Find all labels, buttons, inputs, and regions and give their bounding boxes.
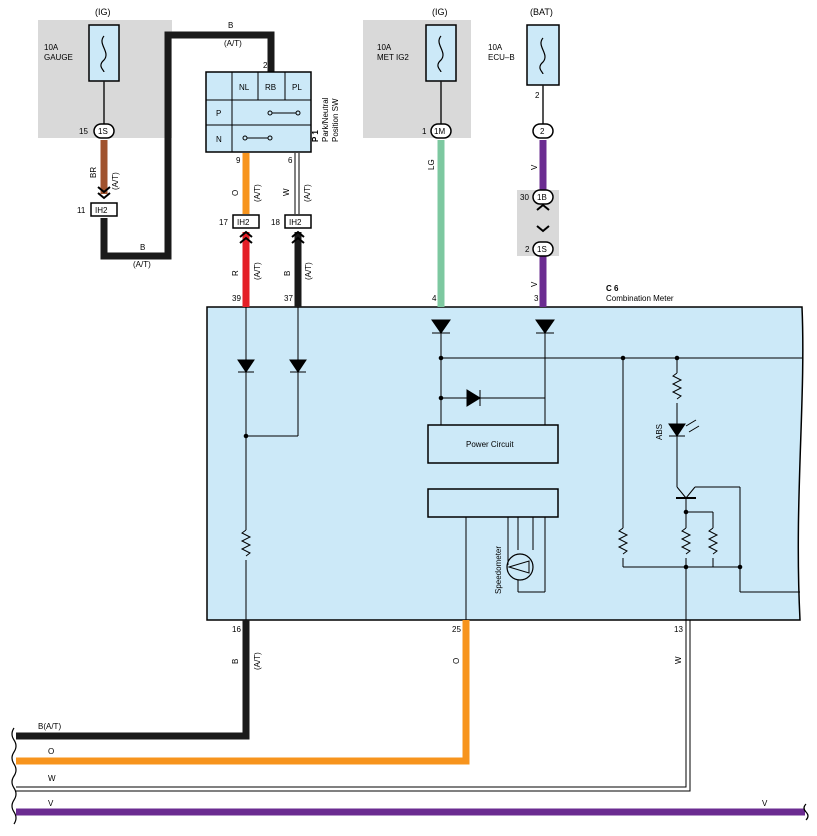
- fuse-met-name: MET IG2: [377, 53, 409, 62]
- combination-meter: C 6 Combination Meter: [206, 284, 804, 621]
- svg-text:25: 25: [452, 625, 461, 634]
- svg-text:V: V: [530, 281, 539, 287]
- wire-b-bottom: [16, 620, 250, 740]
- fuse-gauge-amp: 10A: [44, 43, 59, 52]
- label-at-mid: (A/T): [133, 260, 151, 269]
- svg-text:V: V: [530, 164, 539, 170]
- fuse-ecu-b: (BAT) 10A ECU–B 2: [488, 7, 560, 100]
- svg-text:O: O: [452, 658, 461, 664]
- connector-1s-gauge: 1S 15: [79, 123, 115, 139]
- svg-text:P: P: [216, 109, 221, 118]
- meter-name: Combination Meter: [606, 294, 674, 303]
- label-b-mid: B: [140, 243, 145, 252]
- svg-text:LG: LG: [427, 159, 436, 170]
- svg-text:1S: 1S: [537, 245, 547, 254]
- svg-text:18: 18: [271, 218, 280, 227]
- svg-text:W: W: [282, 188, 291, 196]
- wire-o-bottom: [16, 620, 470, 765]
- svg-text:PL: PL: [292, 83, 302, 92]
- svg-text:2: 2: [525, 245, 530, 254]
- fuse-gauge-source: (IG): [95, 7, 111, 17]
- svg-text:R: R: [231, 270, 240, 276]
- meter-id: C 6: [606, 284, 619, 293]
- svg-text:IH2: IH2: [95, 206, 108, 215]
- svg-text:Park/Neutral: Park/Neutral: [321, 97, 330, 142]
- fuse-gauge-name: GAUGE: [44, 53, 73, 62]
- svg-text:BR: BR: [89, 167, 98, 178]
- svg-text:NL: NL: [239, 83, 250, 92]
- svg-text:2: 2: [540, 127, 545, 136]
- park-neutral-switch: NL RB PL P N 2 9 6 P 1 Park/Neutral Posi…: [205, 61, 340, 165]
- connector-1m: 1M 1: [422, 123, 452, 139]
- svg-text:1B: 1B: [537, 193, 547, 202]
- svg-text:(A/T): (A/T): [253, 652, 262, 670]
- svg-text:30: 30: [520, 193, 529, 202]
- label-o-bottom: O: [48, 747, 54, 756]
- svg-text:(A/T): (A/T): [303, 184, 312, 202]
- svg-text:39: 39: [232, 294, 241, 303]
- fuse-ecu-pin: 2: [535, 91, 540, 100]
- svg-text:RB: RB: [265, 83, 276, 92]
- label-b-top: B: [228, 21, 233, 30]
- wire-b-at: [100, 31, 275, 260]
- svg-text:IH2: IH2: [289, 218, 302, 227]
- svg-text:15: 15: [79, 127, 88, 136]
- svg-text:B: B: [231, 659, 240, 664]
- label-at-top: (A/T): [224, 39, 242, 48]
- svg-text:(A/T): (A/T): [111, 172, 120, 190]
- power-circuit-label: Power Circuit: [466, 440, 514, 449]
- svg-text:O: O: [231, 190, 240, 196]
- svg-text:(A/T): (A/T): [253, 184, 262, 202]
- connector-1s-junction: 1S 2: [525, 203, 554, 257]
- svg-text:3: 3: [534, 294, 539, 303]
- fuse-met-source: (IG): [432, 7, 448, 17]
- fuse-gauge: (IG) 10A GAUGE: [38, 7, 172, 138]
- svg-text:1S: 1S: [98, 127, 108, 136]
- wire-w-bottom: [16, 620, 687, 788]
- svg-text:(A/T): (A/T): [304, 262, 313, 280]
- label-b-at-bottom: B(A/T): [38, 722, 61, 731]
- svg-text:1: 1: [422, 127, 427, 136]
- svg-text:6: 6: [288, 156, 293, 165]
- label-v-bottom: V: [48, 799, 54, 808]
- svg-text:2: 2: [263, 61, 268, 70]
- connector-ih2-11: IH2 11: [77, 186, 118, 217]
- svg-text:N: N: [216, 135, 222, 144]
- svg-text:P 1: P 1: [311, 130, 320, 142]
- svg-text:(A/T): (A/T): [253, 262, 262, 280]
- svg-text:13: 13: [674, 625, 683, 634]
- svg-text:17: 17: [219, 218, 228, 227]
- svg-text:37: 37: [284, 294, 293, 303]
- connector-1b: 1B 30: [520, 189, 554, 205]
- fuse-ecu-source: (BAT): [530, 7, 553, 17]
- fuse-met-ig2: (IG) 10A MET IG2: [363, 7, 471, 138]
- label-v-bottom-right: V: [762, 799, 768, 808]
- abs-label: ABS: [655, 424, 664, 440]
- svg-text:Position SW: Position SW: [331, 98, 340, 142]
- meter-internals: [237, 307, 802, 620]
- fuse-ecu-amp: 10A: [488, 43, 503, 52]
- fuse-ecu-name: ECU–B: [488, 53, 515, 62]
- speedometer-label: Speedometer: [494, 546, 503, 594]
- svg-text:4: 4: [432, 294, 437, 303]
- fuse-met-amp: 10A: [377, 43, 392, 52]
- svg-text:B: B: [283, 271, 292, 276]
- svg-text:IH2: IH2: [237, 218, 250, 227]
- svg-text:1M: 1M: [434, 127, 445, 136]
- svg-text:16: 16: [232, 625, 241, 634]
- connector-ecu-2: 2: [532, 123, 554, 139]
- svg-text:W: W: [674, 656, 683, 664]
- svg-text:9: 9: [236, 156, 241, 165]
- connector-ih2-18: IH2 18: [271, 214, 312, 244]
- svg-text:11: 11: [77, 206, 86, 215]
- label-w-bottom: W: [48, 774, 56, 783]
- connector-ih2-17: IH2 17: [219, 214, 260, 244]
